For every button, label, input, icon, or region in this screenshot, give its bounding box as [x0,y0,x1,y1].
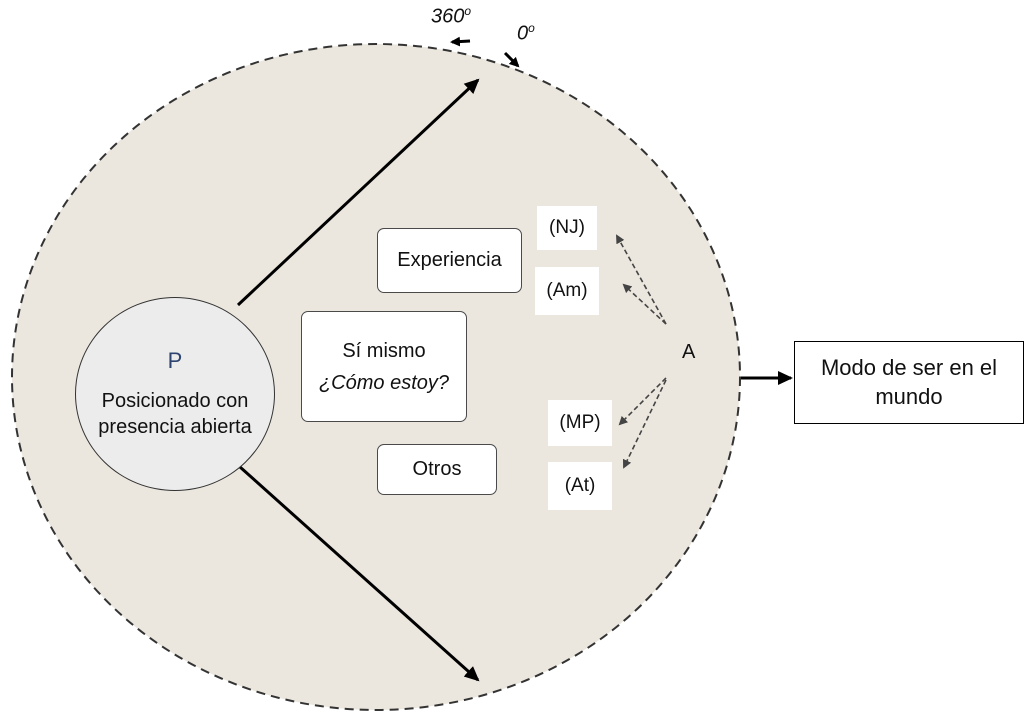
marker-mp: (MP) [548,400,612,446]
angle-label-0: 0o [517,21,535,46]
angle-arrow-0 [503,51,520,68]
angle-value-0: 0 [517,22,529,45]
p-circle: P Posicionado con presencia abierta [75,297,275,491]
angle-label-360: 360o [431,4,471,29]
angle-arrow-360 [450,36,471,47]
experiencia-label: Experiencia [397,249,502,271]
dashed-arrow-mp [618,377,667,426]
world-label: Modo de ser en el mundo [820,354,998,409]
p-description: Posicionado con presencia abierta [98,390,252,438]
marker-at: (At) [548,462,612,510]
self-box: Sí mismo ¿Cómo estoy? [301,311,467,422]
lower-arrow [238,465,480,682]
self-title: Sí mismo [342,339,426,362]
marker-nj: (NJ) [537,206,597,250]
world-box: Modo de ser en el mundo [794,341,1024,424]
otros-box: Otros [377,444,497,495]
dashed-arrow-at [622,379,667,469]
dashed-arrow-nj [616,234,667,325]
upper-arrow [236,78,480,307]
experiencia-box: Experiencia [377,228,522,293]
dashed-arrow-am [622,283,667,325]
otros-label: Otros [412,458,462,480]
self-question: ¿Cómo estoy? [318,371,450,394]
degree-symbol: o [464,4,472,18]
degree-symbol: o [528,21,535,35]
angle-value-360: 360 [431,5,465,28]
marker-am: (Am) [535,267,599,315]
p-letter: P [167,348,183,373]
a-label: A [682,341,696,363]
